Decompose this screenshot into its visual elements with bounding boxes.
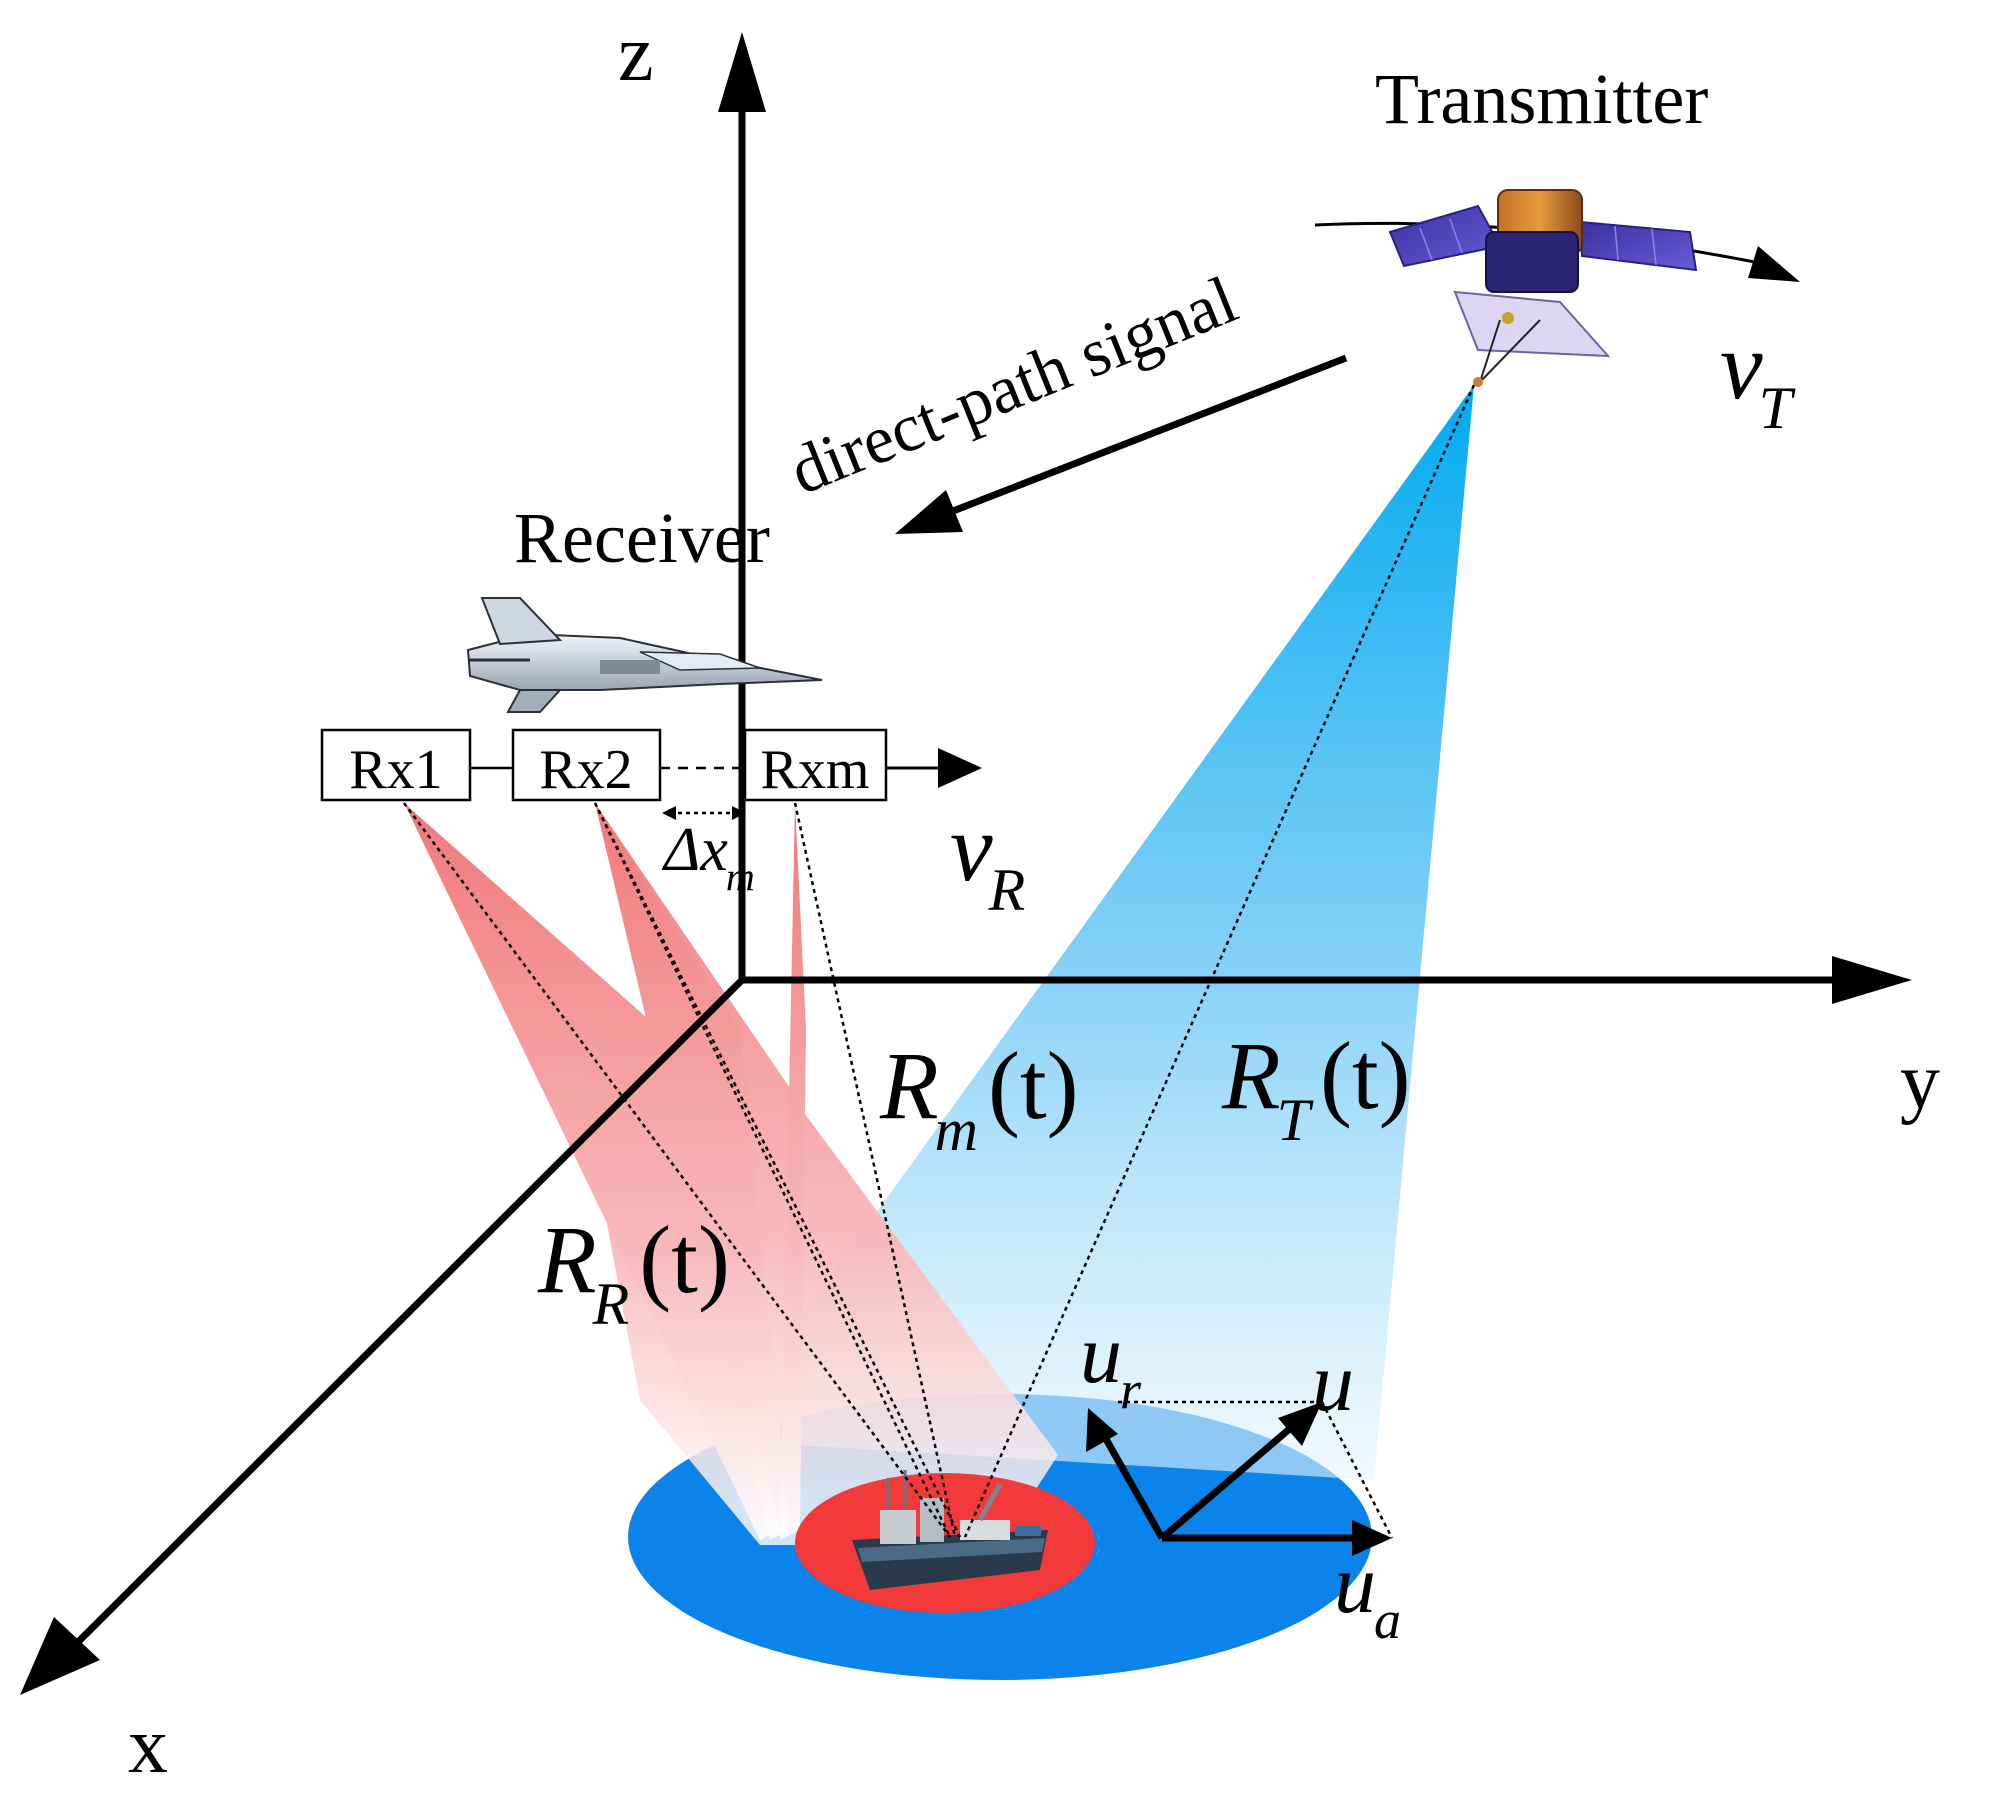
- rx1-label: Rx1: [349, 739, 442, 801]
- range-rm-label: Rm(t): [879, 1032, 1079, 1163]
- rx2-label: Rx2: [539, 739, 632, 801]
- rxm-label: Rxm: [761, 739, 870, 801]
- ship-target-icon: [852, 1470, 1048, 1590]
- receiver-beams-union: [404, 803, 1058, 1545]
- array-spacing-label: Δxm: [661, 816, 755, 899]
- ua-label: ua: [1334, 1538, 1401, 1650]
- z-axis-arrowhead: [718, 32, 766, 112]
- dish-antenna: [1453, 290, 1611, 358]
- u-vector: [1159, 1417, 1303, 1541]
- range-line-rxm: [793, 802, 957, 1538]
- receiver-beams: [404, 803, 1058, 1545]
- range-line-tx: [963, 384, 1476, 1538]
- transmitter-beam: [712, 385, 1474, 1480]
- solar-panel-right: [1578, 220, 1698, 272]
- range-lines: [402, 384, 1476, 1538]
- orbit-arrowhead: [1748, 246, 1800, 282]
- transmitter-label: Transmitter: [1375, 59, 1708, 139]
- rxm-box: [743, 728, 888, 802]
- y-axis-label: y: [1900, 1038, 1940, 1126]
- coordinate-axes: [57, 80, 1855, 1663]
- aircraft-icon: [466, 597, 823, 713]
- receiver-velocity-arrowhead: [938, 748, 982, 788]
- receiver-array: Rx1 Rx2 Rxm: [320, 728, 982, 820]
- receiver-velocity-label: vR: [950, 794, 1025, 923]
- ur-label: ur: [1080, 1308, 1142, 1420]
- target-velocity-vectors: [1086, 1400, 1394, 1556]
- direct-path-arrowhead: [895, 490, 963, 534]
- range-rr-label: RR(t): [537, 1206, 730, 1337]
- range-line-rx2-b: [593, 802, 962, 1538]
- ur-vector: [1098, 1430, 1166, 1540]
- x-axis-arrowhead: [20, 1617, 100, 1695]
- range-line-rx1: [402, 802, 952, 1538]
- z-axis-label: z: [618, 10, 654, 98]
- receiver-label: Receiver: [514, 498, 770, 578]
- direct-path-arrow: [928, 354, 1348, 524]
- rx1-box: [320, 728, 472, 802]
- rx2-box: [511, 728, 662, 802]
- u-label: u: [1312, 1336, 1354, 1429]
- direct-path-label: direct-path signal: [779, 261, 1247, 509]
- solar-panel-left: [1388, 204, 1502, 268]
- x-axis: [57, 977, 745, 1663]
- satellite-icon: [1388, 189, 1698, 387]
- range-rt-label: RT(t): [1221, 1022, 1411, 1153]
- y-axis-arrowhead: [1832, 956, 1912, 1004]
- transmitter-velocity-label: vT: [1720, 312, 1796, 441]
- x-axis-label: x: [128, 1702, 168, 1790]
